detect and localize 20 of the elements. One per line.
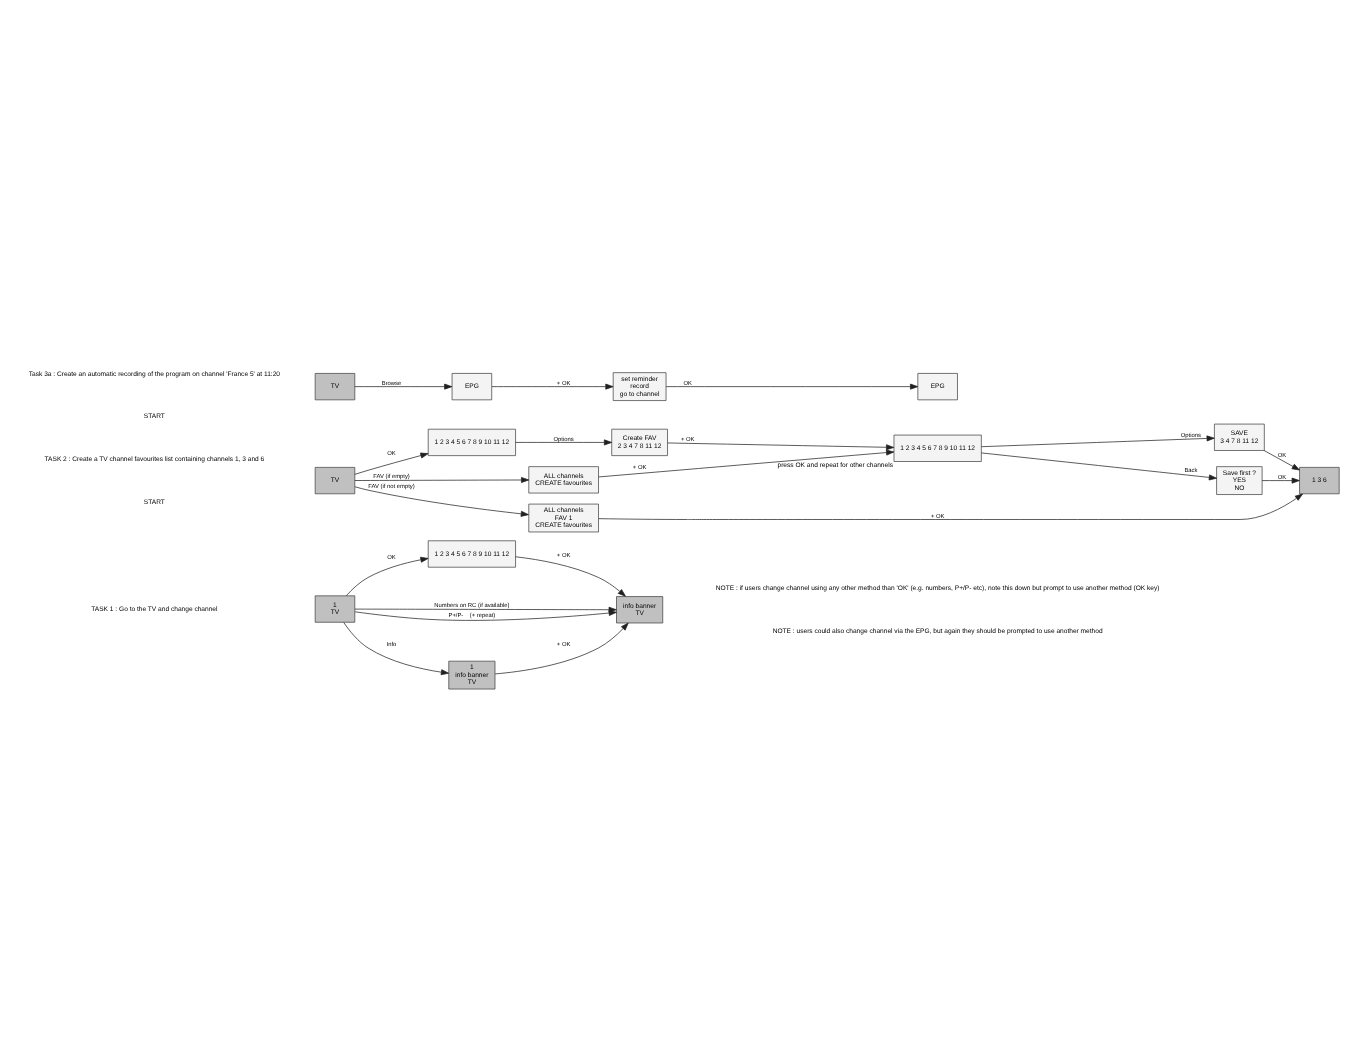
arrow [354,610,617,621]
arrow [354,383,453,390]
arrow [515,556,626,597]
arrow [1263,450,1300,471]
arrow [354,477,530,483]
arrow [665,383,919,390]
arrow [346,556,429,596]
arrow [667,442,895,451]
arrow [598,493,1303,520]
arrow [491,383,614,390]
arrow [598,449,895,478]
arrow [354,452,429,475]
arrow [354,606,617,613]
arrow [515,439,613,446]
arrow [354,486,529,517]
arrow [1261,477,1300,484]
arrow [494,622,629,675]
arrow [981,452,1217,481]
arrow [343,622,449,676]
arrow [981,435,1215,448]
